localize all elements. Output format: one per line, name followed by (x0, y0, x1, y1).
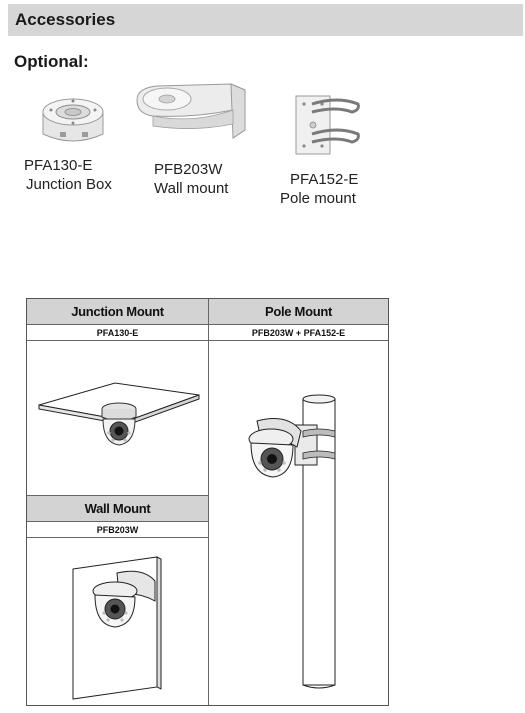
wall-mount-illustration (72, 556, 162, 700)
accessory-description: Wall mount (154, 180, 229, 197)
mount-diagram-table: Junction Mount PFA130-E Pole Mount PFB20… (26, 298, 389, 706)
wall-mount-parts: PFB203W (27, 522, 208, 538)
accessory-wall-mount: PFB203W Wall mount (128, 80, 258, 198)
junction-box-image (42, 98, 104, 142)
accessory-model: PFA130-E (24, 157, 93, 174)
junction-mount-title: Junction Mount (27, 299, 208, 325)
row-divider (27, 495, 208, 496)
pole-mount-parts: PFB203W + PFA152-E (209, 325, 388, 341)
optional-heading: Optional: (14, 52, 89, 71)
pole-mount-title: Pole Mount (209, 299, 388, 325)
section-title: Accessories (15, 10, 116, 29)
section-header: Accessories (8, 4, 523, 36)
accessory-description: Junction Box (26, 176, 112, 193)
pole-mount-image (295, 95, 360, 155)
accessory-description: Pole mount (280, 190, 356, 207)
wall-mount-title: Wall Mount (27, 496, 208, 522)
wall-mount-image (136, 83, 246, 139)
pole-mount-illustration (248, 394, 336, 689)
junction-mount-parts: PFA130-E (27, 325, 208, 341)
column-divider (208, 299, 209, 705)
junction-mount-illustration (38, 382, 200, 446)
accessory-pole-mount: PFA152-E Pole mount (272, 90, 372, 208)
accessory-model: PFA152-E (290, 171, 359, 188)
accessory-junction-box: PFA130-E Junction Box (18, 86, 128, 194)
accessory-model: PFB203W (154, 161, 223, 178)
